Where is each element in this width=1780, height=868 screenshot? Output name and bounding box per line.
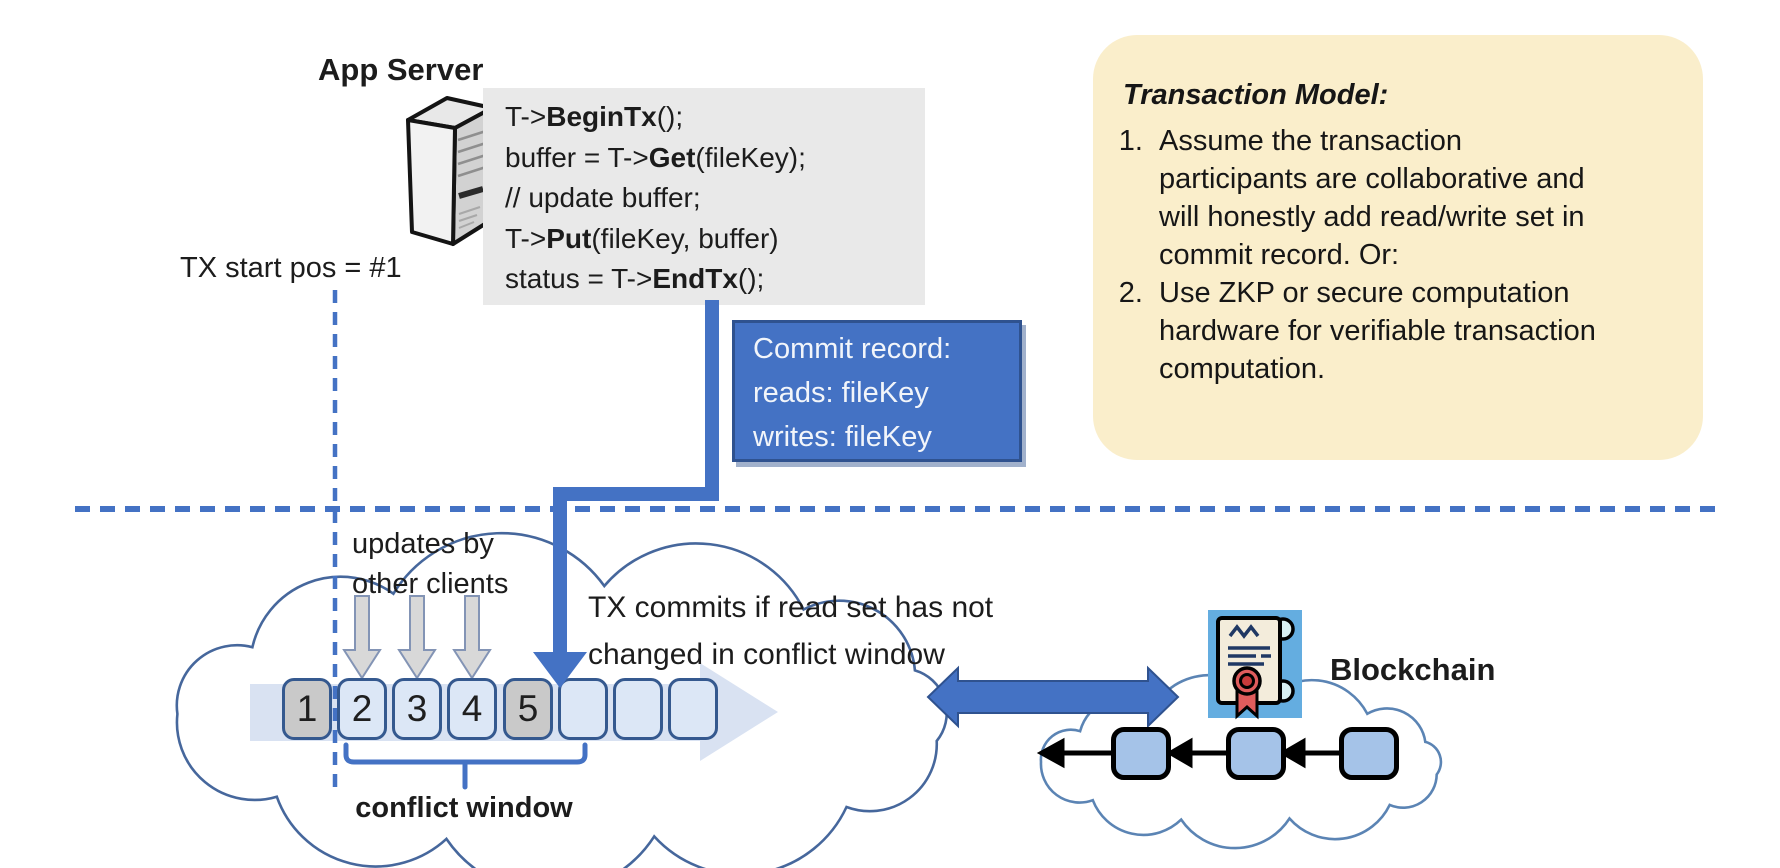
code-line: T->Put(fileKey, buffer) [483, 219, 925, 260]
client-update-arrow-icon [452, 595, 492, 680]
chain-link-arrowhead-icon [1279, 737, 1306, 769]
chain-link-arrowhead-icon [1166, 737, 1193, 769]
app-server-title: App Server [318, 52, 484, 87]
code-text: T-> [505, 222, 547, 254]
chain-block [1111, 727, 1171, 780]
code-line: // update buffer; [483, 178, 925, 219]
updates-label-line: updates by [352, 528, 494, 560]
code-text: // update buffer; [505, 182, 701, 213]
code-line: buffer = T->Get(fileKey); [483, 138, 925, 179]
code-line: T->BeginTx(); [483, 97, 925, 138]
code-text: buffer = T-> [505, 141, 649, 173]
chain-link-arrowhead-icon [1036, 737, 1065, 769]
commit-record-line: Commit record: [753, 333, 952, 365]
ledger-block-4: 4 [447, 678, 497, 740]
commit-note-line: changed in conflict window [588, 638, 945, 671]
blockchain-label: Blockchain [1330, 652, 1496, 687]
code-keyword: Put [546, 222, 592, 254]
code-keyword: BeginTx [546, 101, 657, 132]
commit-record-line: writes: fileKey [753, 421, 932, 453]
certificate-scroll-icon [1208, 610, 1302, 720]
code-text: (fileKey); [695, 141, 806, 173]
ledger-block-1: 1 [282, 678, 332, 740]
tx-commit-rule-note: TX commits if read set has not changed i… [588, 584, 993, 678]
ledger-block-5: 5 [503, 678, 553, 740]
conflict-window-label: conflict window [355, 792, 573, 824]
chain-block [1226, 727, 1286, 780]
conflict-window-brace [343, 742, 588, 790]
client-update-arrows [342, 595, 492, 680]
code-text: (fileKey, buffer) [591, 222, 779, 254]
code-keyword: Get [648, 141, 696, 173]
chain-link-arrows [1036, 737, 1339, 769]
ledger-block-empty [613, 678, 663, 740]
transaction-code-block: T->BeginTx(); buffer = T->Get(fileKey); … [483, 88, 925, 305]
ledger-block-3: 3 [392, 678, 442, 740]
commit-record-box: Commit record: reads: fileKey writes: fi… [732, 320, 1022, 462]
client-update-arrow-icon [397, 595, 437, 680]
code-line: status = T->EndTx(); [483, 259, 925, 300]
transaction-model-item: Assume the transaction participants are … [1151, 122, 1611, 274]
transaction-model-item: Use ZKP or secure computation hardware f… [1151, 274, 1611, 388]
commit-record-line: reads: fileKey [753, 377, 929, 409]
chain-block [1339, 727, 1399, 780]
updates-label-line: other clients [352, 568, 509, 600]
transaction-model-panel: Transaction Model: Assume the transactio… [1093, 35, 1703, 460]
ledger-block-2: 2 [337, 678, 387, 740]
commit-note-line: TX commits if read set has not [588, 591, 994, 624]
tx-start-pos-label: TX start pos = #1 [180, 252, 402, 284]
code-keyword: EndTx [652, 263, 738, 294]
ledger-block-empty [668, 678, 718, 740]
code-text: (); [737, 263, 765, 294]
client-update-arrow-icon [342, 595, 382, 680]
transaction-model-list: Assume the transaction participants are … [1093, 122, 1703, 388]
code-text: status = T-> [505, 263, 653, 294]
transaction-model-title: Transaction Model: [1123, 79, 1389, 111]
ledger-block-empty [558, 678, 608, 740]
server-tower-icon [406, 96, 494, 246]
updates-by-other-clients-label: updates by other clients [352, 524, 508, 604]
code-text: T-> [505, 101, 547, 132]
code-text: (); [656, 101, 684, 132]
